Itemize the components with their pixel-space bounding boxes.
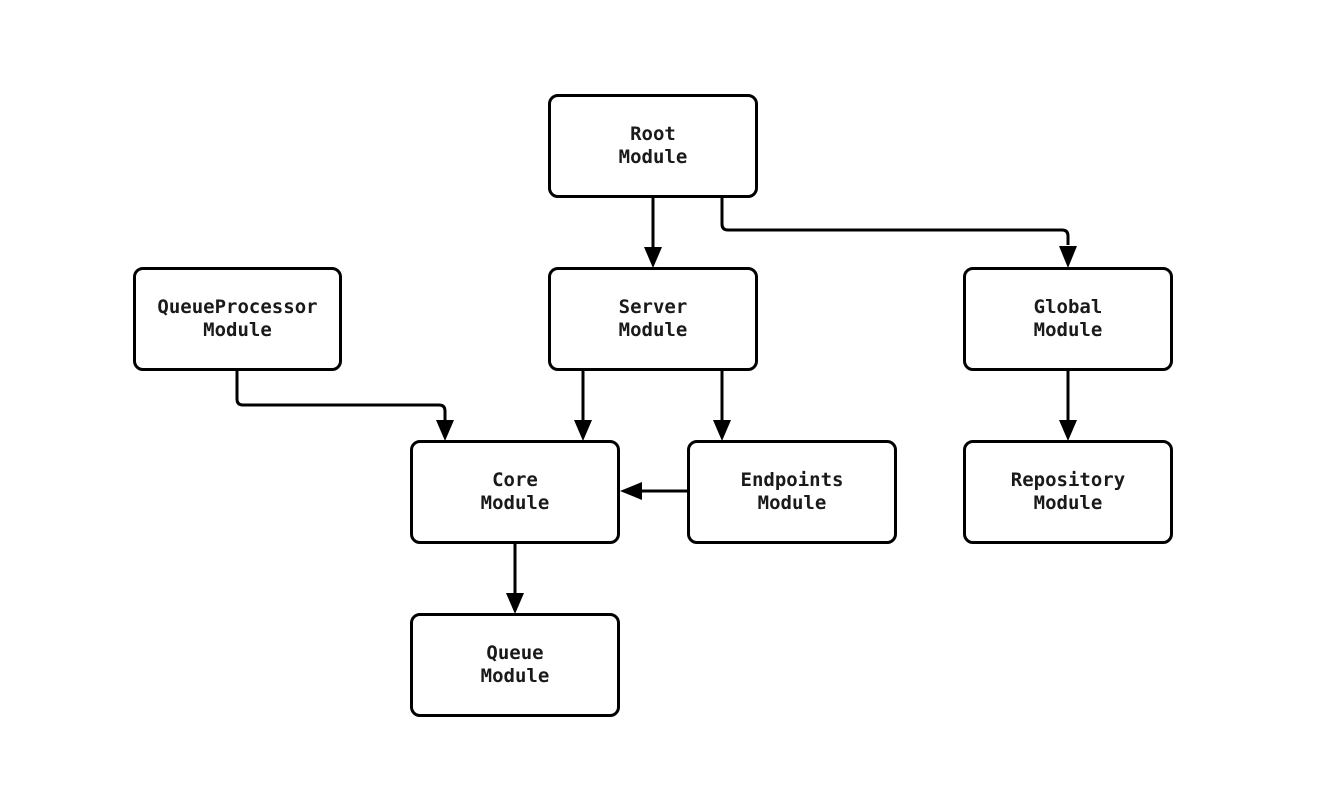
node-root-module[interactable]: Root Module <box>548 94 758 198</box>
node-global-module[interactable]: Global Module <box>963 267 1173 371</box>
edge-core-to-queue <box>506 544 524 614</box>
edge-endpoints-to-core <box>620 482 687 500</box>
node-label-line1: Core <box>492 469 538 491</box>
node-label-line1: Global <box>1033 296 1103 318</box>
node-label-line1: Server <box>618 296 688 318</box>
node-label-line2: Module <box>1033 319 1103 341</box>
node-label-line2: Module <box>203 319 272 341</box>
node-label-line1: QueueProcessor <box>157 296 318 318</box>
edge-root-to-server <box>644 198 662 268</box>
edge-global-to-repository <box>1059 371 1077 441</box>
node-server-module[interactable]: Server Module <box>548 267 758 371</box>
node-repository-module[interactable]: Repository Module <box>963 440 1173 544</box>
node-label-line1: Root <box>630 123 676 145</box>
node-label-line2: Module <box>1033 492 1103 514</box>
edge-server-to-core <box>574 371 592 441</box>
node-label-line1: Queue <box>486 642 544 664</box>
node-label-line1: Repository <box>1010 469 1126 491</box>
edge-root-to-global <box>720 198 1077 268</box>
node-core-module[interactable]: Core Module <box>410 440 620 544</box>
node-label-line2: Module <box>480 492 550 514</box>
node-label-line2: Module <box>757 492 827 514</box>
node-endpoints-module[interactable]: Endpoints Module <box>687 440 897 544</box>
edge-server-to-endpoints <box>713 371 731 441</box>
node-label-line2: Module <box>618 146 688 168</box>
node-label-line2: Module <box>480 665 550 687</box>
node-queue-module[interactable]: Queue Module <box>410 613 620 717</box>
node-label-line1: Endpoints <box>740 469 844 491</box>
node-queueprocessor-module[interactable]: QueueProcessor Module <box>133 267 342 371</box>
node-label-line2: Module <box>618 319 688 341</box>
edge-queueprocessor-to-core <box>235 371 454 441</box>
